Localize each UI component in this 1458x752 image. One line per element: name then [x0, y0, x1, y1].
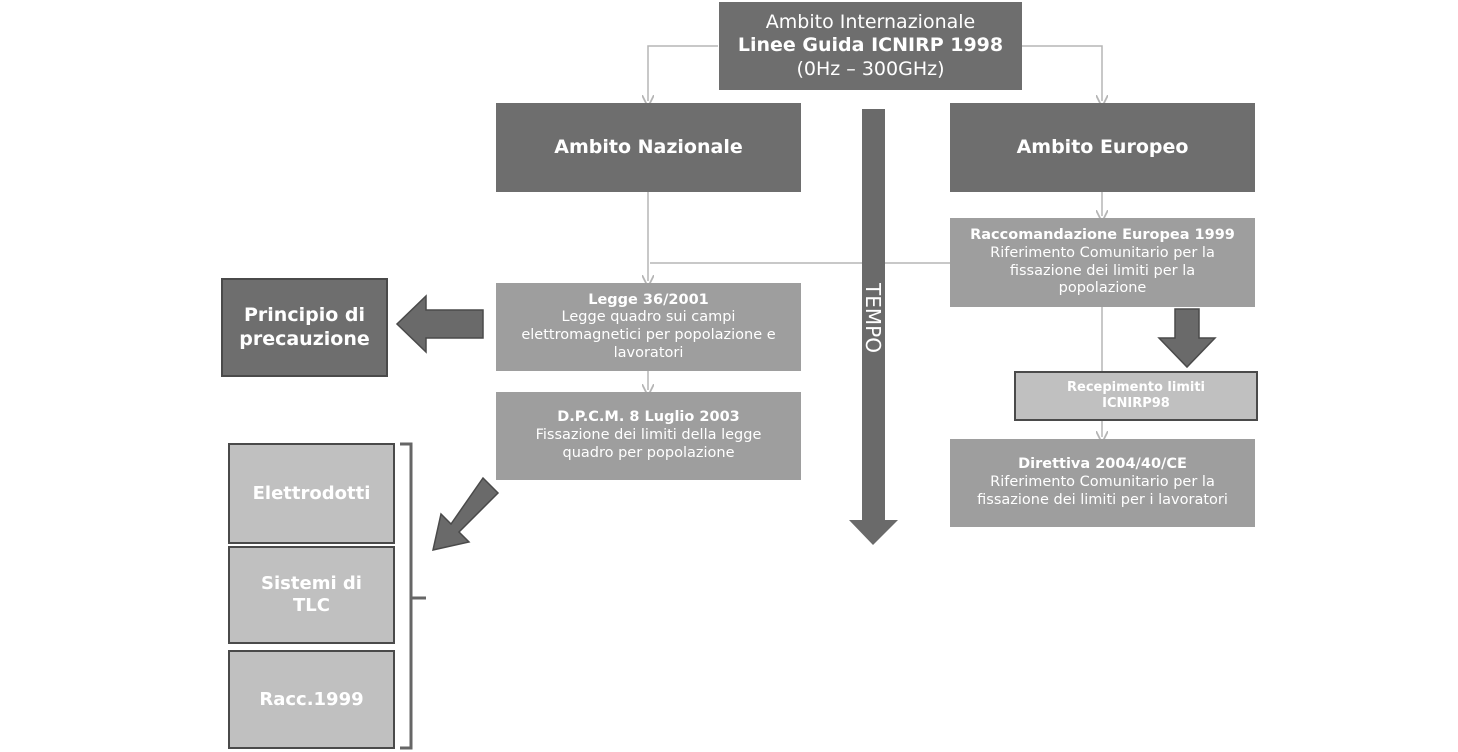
- tempo-label: TEMPO: [861, 282, 885, 353]
- recepimento-line2: ICNIRP98: [1102, 396, 1170, 411]
- racc-label: Racc.1999: [259, 688, 364, 710]
- raccomandazione-line: Riferimento Comunitario per la: [990, 244, 1215, 261]
- recepimento-line1: Recepimento limiti: [1067, 380, 1205, 396]
- nazionale-title: Ambito Nazionale: [554, 135, 743, 158]
- legge-line: lavoratori: [613, 344, 684, 361]
- categories-arrow: [432, 476, 500, 551]
- dpcm-box: D.P.C.M. 8 Luglio 2003 Fissazione dei li…: [496, 392, 801, 480]
- direttiva-title: Direttiva 2004/40/CE: [1018, 456, 1187, 473]
- direttiva-line: Riferimento Comunitario per la: [990, 474, 1215, 491]
- top-box-ambito-internazionale: Ambito Internazionale Linee Guida ICNIRP…: [719, 2, 1022, 90]
- legge-line: elettromagnetici per popolazione e: [521, 327, 776, 343]
- principio-arrow: [395, 294, 484, 354]
- nazionale-box: Ambito Nazionale: [496, 103, 801, 192]
- recepimento-arrow: [1157, 308, 1217, 369]
- connector-top-to-nazionale: [648, 45, 718, 101]
- raccomandazione-box: Raccomandazione Europea 1999 Riferimento…: [950, 218, 1255, 307]
- top-line3: (0Hz – 300GHz): [796, 57, 945, 80]
- raccomandazione-title: Raccomandazione Europea 1999: [970, 227, 1235, 244]
- tempo-arrow: [849, 109, 898, 545]
- raccomandazione-line: popolazione: [1058, 280, 1147, 297]
- sistemi-label-line2: TLC: [293, 595, 330, 616]
- legge-title: Legge 36/2001: [588, 291, 709, 308]
- europeo-title: Ambito Europeo: [1016, 135, 1189, 158]
- connector-top-to-europeo: [1022, 45, 1102, 101]
- category-elettrodotti: Elettrodotti: [228, 443, 395, 544]
- category-brace: [400, 442, 426, 750]
- direttiva-box: Direttiva 2004/40/CE Riferimento Comunit…: [950, 439, 1255, 527]
- principio-line1: Principio di: [243, 304, 365, 327]
- raccomandazione-line: fissazione dei limiti per la: [1009, 262, 1196, 279]
- top-line1: Ambito Internazionale: [765, 11, 976, 34]
- principio-line2: precauzione: [239, 327, 370, 350]
- europeo-box: Ambito Europeo: [950, 103, 1255, 192]
- principio-box: Principio di precauzione: [221, 278, 388, 377]
- category-racc-1999: Racc.1999: [228, 650, 395, 749]
- elettrodotti-label: Elettrodotti: [252, 482, 371, 504]
- recepimento-box: Recepimento limiti ICNIRP98: [1014, 371, 1258, 421]
- direttiva-line: fissazione dei limiti per i lavoratori: [977, 491, 1228, 508]
- legge-box: Legge 36/2001 Legge quadro sui campi ele…: [496, 283, 801, 371]
- dpcm-line: Fissazione dei limiti della legge: [535, 427, 762, 444]
- sistemi-label-line1: Sistemi di: [261, 573, 362, 595]
- dpcm-line: quadro per popolazione: [562, 444, 735, 461]
- dpcm-title: D.P.C.M. 8 Luglio 2003: [557, 409, 740, 426]
- category-sistemi-tlc: Sistemi di TLC: [228, 546, 395, 644]
- top-line2: Linee Guida ICNIRP 1998: [737, 34, 1004, 57]
- legge-line: Legge quadro sui campi: [561, 309, 736, 326]
